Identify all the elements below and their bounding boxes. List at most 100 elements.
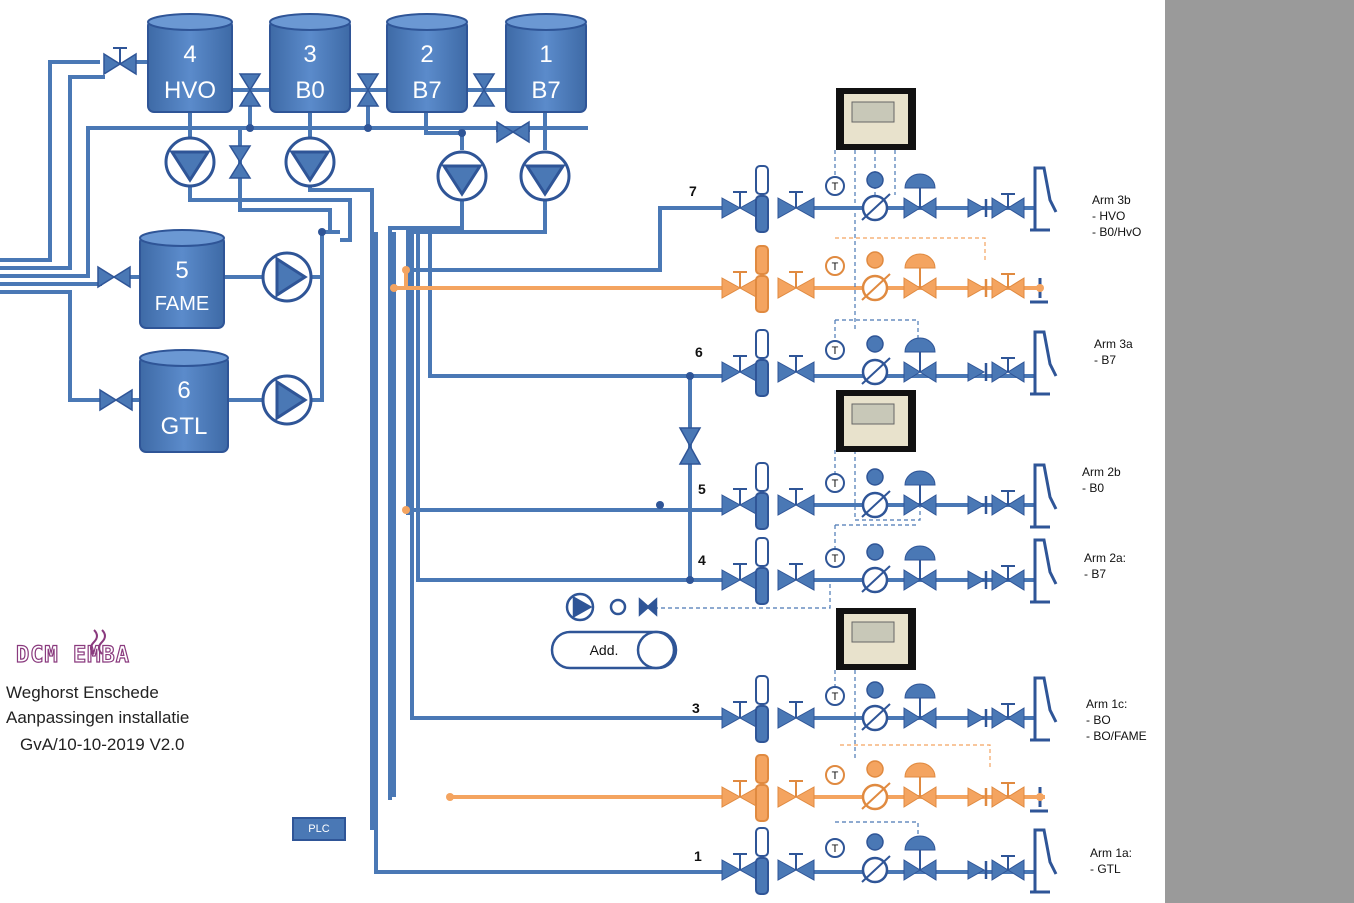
check-valve-icon xyxy=(967,495,986,515)
additive-label: Add. xyxy=(590,642,619,658)
filter-icon xyxy=(755,462,769,492)
actuator-icon xyxy=(904,173,936,189)
arm-label: Arm 1c: xyxy=(1086,697,1127,711)
company-logo: DCM EMBA xyxy=(14,624,204,670)
temperature-sensor-icon xyxy=(825,473,845,493)
gear-icon xyxy=(866,681,884,699)
temperature-sensor-icon xyxy=(825,765,845,785)
filter-icon xyxy=(755,329,769,359)
tank-3-number: 3 xyxy=(303,41,316,68)
footer-line-2: Aanpassingen installatie xyxy=(6,708,190,727)
arm-item: - HVO xyxy=(1092,209,1125,223)
valve-stem xyxy=(733,488,747,505)
pump-icon xyxy=(261,374,313,426)
orange-junction xyxy=(1036,284,1044,292)
meter-line-row: T xyxy=(721,537,1058,605)
valve-stem xyxy=(789,191,803,208)
junction-dots xyxy=(246,124,694,584)
pump-icon xyxy=(519,150,571,202)
tank-1-number: 1 xyxy=(539,41,552,68)
filter-body xyxy=(755,359,769,397)
loading-arm-icon xyxy=(1030,676,1058,742)
loading-arm-icon xyxy=(1030,166,1058,232)
temperature-sensor-icon xyxy=(825,176,845,196)
actuator-icon xyxy=(904,470,936,486)
valve-stem xyxy=(789,853,803,870)
flow-meter-arrow xyxy=(861,357,891,385)
meter-line-row: T xyxy=(721,827,1058,895)
tank-2 xyxy=(386,13,468,113)
filter-body xyxy=(755,857,769,895)
arm-label: Arm 2a: xyxy=(1084,551,1126,565)
check-valve-icon xyxy=(967,362,986,382)
valve-stem xyxy=(1001,490,1015,505)
piping-diagram: 4 HVO 3 B0 2 B7 1 B7 5 FAME 6 GTL xyxy=(0,13,1147,895)
pump-icon xyxy=(164,136,216,188)
valve-stem xyxy=(789,701,803,718)
arm-item: - B7 xyxy=(1084,567,1106,581)
loading-arm-icon xyxy=(1030,828,1058,894)
filter-body xyxy=(755,195,769,233)
tank-1 xyxy=(505,13,587,113)
temperature-sensor-label: T xyxy=(832,770,839,782)
loading-arm-icon xyxy=(1030,538,1058,604)
filter-icon xyxy=(755,537,769,567)
tank-4-number: 4 xyxy=(183,41,196,68)
logo-text: DCM EMBA xyxy=(16,643,130,668)
flow-meter-arrow xyxy=(861,782,891,810)
valve-icon xyxy=(472,73,496,107)
meter-line-row: T xyxy=(721,462,1058,530)
check-valve-icon xyxy=(967,860,986,880)
check-valve-icon xyxy=(967,708,986,728)
temperature-sensor-label: T xyxy=(832,843,839,855)
temperature-sensor-label: T xyxy=(832,181,839,193)
valve-icon xyxy=(228,145,252,179)
valve-stem xyxy=(733,780,747,797)
check-valve-icon xyxy=(967,198,986,218)
pump-icon xyxy=(261,251,313,303)
actuator-icon xyxy=(904,835,936,851)
flow-meter-arrow xyxy=(861,490,891,518)
temperature-sensor-icon xyxy=(825,548,845,568)
line-number-3: 3 xyxy=(692,700,700,716)
flow-meter-arrow xyxy=(861,193,891,221)
temperature-sensor-icon xyxy=(825,340,845,360)
valve-stem xyxy=(1001,193,1015,208)
tank-3-product: B0 xyxy=(295,77,324,104)
arm-item: - BO/FAME xyxy=(1086,729,1147,743)
valve-stem xyxy=(733,271,747,288)
footer-line-1: Weghorst Enschede xyxy=(6,683,159,702)
plc-box: PLC xyxy=(292,817,346,841)
tank-6 xyxy=(139,349,229,453)
temperature-sensor-label: T xyxy=(832,553,839,565)
loading-arm-icon xyxy=(1030,463,1058,529)
valve-stem xyxy=(789,780,803,797)
temperature-sensor-icon xyxy=(825,686,845,706)
gear-icon xyxy=(866,833,884,851)
arm-label: Arm 2b xyxy=(1082,465,1121,479)
temperature-sensor-icon xyxy=(825,838,845,858)
right-gray-panel xyxy=(1165,0,1354,903)
gear-icon xyxy=(866,171,884,189)
valve-stem xyxy=(789,488,803,505)
flow-meter-arrow xyxy=(861,855,891,883)
additive-tank xyxy=(550,630,678,670)
valve-stem xyxy=(1001,703,1015,718)
filter-icon xyxy=(755,245,769,275)
actuator-icon xyxy=(904,337,936,353)
check-valve-icon xyxy=(967,570,986,590)
actuator-icon xyxy=(904,545,936,561)
actuator-icon xyxy=(904,683,936,699)
valve-icon xyxy=(496,120,530,144)
orange-signal-lines xyxy=(835,237,991,770)
tank-5-number: 5 xyxy=(175,257,188,284)
gear-icon xyxy=(866,335,884,353)
filter-icon xyxy=(755,827,769,857)
tank-1-product: B7 xyxy=(531,77,560,104)
filter-body xyxy=(755,567,769,605)
valve-icon xyxy=(99,388,133,412)
filter-icon xyxy=(755,675,769,705)
valve-stem xyxy=(1001,855,1015,870)
pump-icon xyxy=(284,136,336,188)
